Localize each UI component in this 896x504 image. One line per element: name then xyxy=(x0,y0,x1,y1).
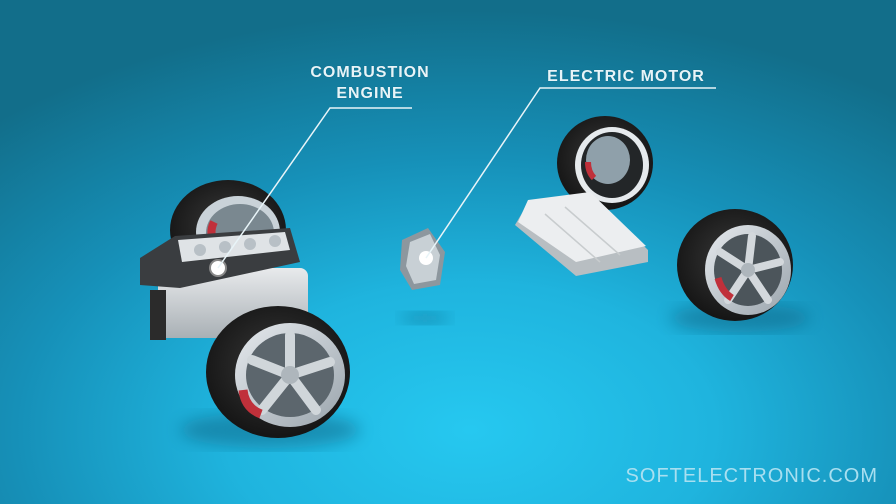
combustion-engine-label: COMBUSTION ENGINE xyxy=(296,62,444,104)
front-right-wheel xyxy=(677,209,793,321)
callout-lines xyxy=(217,87,716,269)
rear-right-wheel xyxy=(557,116,653,210)
electric-motor-label: ELECTRIC MOTOR xyxy=(547,68,705,85)
front-left-wheel xyxy=(206,306,350,438)
electric-motor xyxy=(400,228,445,290)
battery-pack xyxy=(515,192,648,276)
combustion-label-line1: COMBUSTION xyxy=(310,64,430,81)
combustion-engine xyxy=(140,228,308,340)
combustion-label-line2: ENGINE xyxy=(336,85,404,102)
watermark: SOFTELECTRONIC.COM xyxy=(625,465,878,487)
